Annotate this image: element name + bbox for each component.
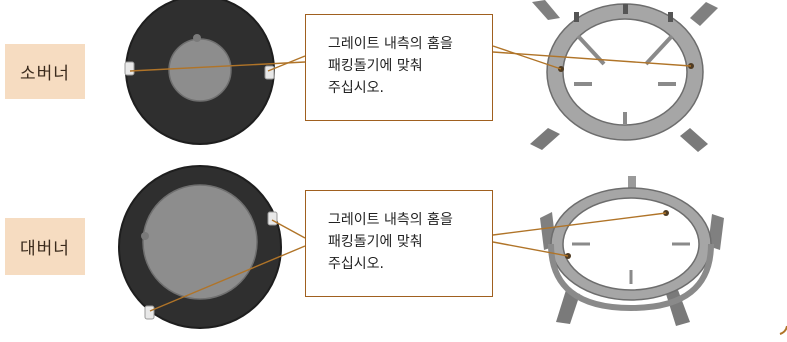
leader-lines [129,45,692,312]
callout-small-burner: 그레이트 내측의 홈을 패킹돌기에 맞춰 주십시오. [305,14,493,121]
large-burner [118,165,282,329]
small-burner-label: 소버너 [5,44,85,99]
large-grate [540,176,724,326]
small-burner [124,0,275,145]
corner-mark [779,325,787,335]
small-grate [530,0,718,152]
large-burner-label: 대버너 [5,218,85,275]
callout-large-burner: 그레이트 내측의 홈을 패킹돌기에 맞춰 주십시오. [305,190,493,297]
